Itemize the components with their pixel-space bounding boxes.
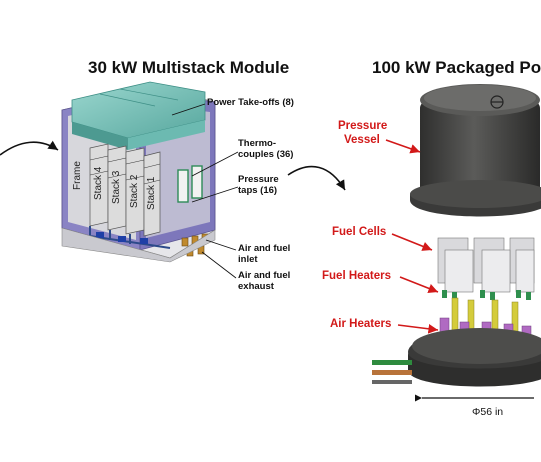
left-title: 30 kW Multistack Module [88, 58, 290, 77]
label-inlet-1: Air and fuel [238, 243, 291, 254]
label-fuel-heaters: Fuel Heaters [322, 270, 392, 282]
fuel-cells [437, 237, 535, 300]
label-air-heaters: Air Heaters [330, 318, 392, 330]
multistack-module [61, 81, 216, 263]
label-diameter: Φ56 in [472, 406, 504, 418]
label-inlet-2: inlet [238, 254, 258, 265]
label-stack-4: Stack 4 [93, 166, 104, 200]
label-stack-3: Stack 3 [111, 170, 122, 204]
flow-arrow-middle [287, 165, 346, 191]
label-thermocouples-1: Thermo- [238, 138, 276, 149]
label-pressure-taps-1: Pressure [238, 174, 279, 185]
pressure-vessel [410, 84, 541, 217]
flow-arrow-left [0, 140, 59, 156]
label-power-takeoffs: Power Take-offs (8) [207, 97, 294, 108]
label-stack-1: Stack 1 [146, 176, 157, 210]
label-exhaust-1: Air and fuel [238, 270, 291, 281]
label-frame: Frame [72, 161, 83, 190]
label-exhaust-2: exhaust [238, 281, 274, 292]
label-pressure-vessel-1: Pressure [338, 120, 388, 132]
label-stack-2: Stack 2 [129, 174, 140, 208]
right-title: 100 kW Packaged Po [372, 58, 541, 77]
label-pressure-taps-2: taps (16) [238, 185, 278, 196]
label-thermocouples-2: couples (36) [238, 149, 294, 160]
label-pressure-vessel-2: Vessel [344, 134, 380, 146]
label-fuel-cells: Fuel Cells [332, 226, 387, 238]
vessel-base [372, 328, 541, 387]
